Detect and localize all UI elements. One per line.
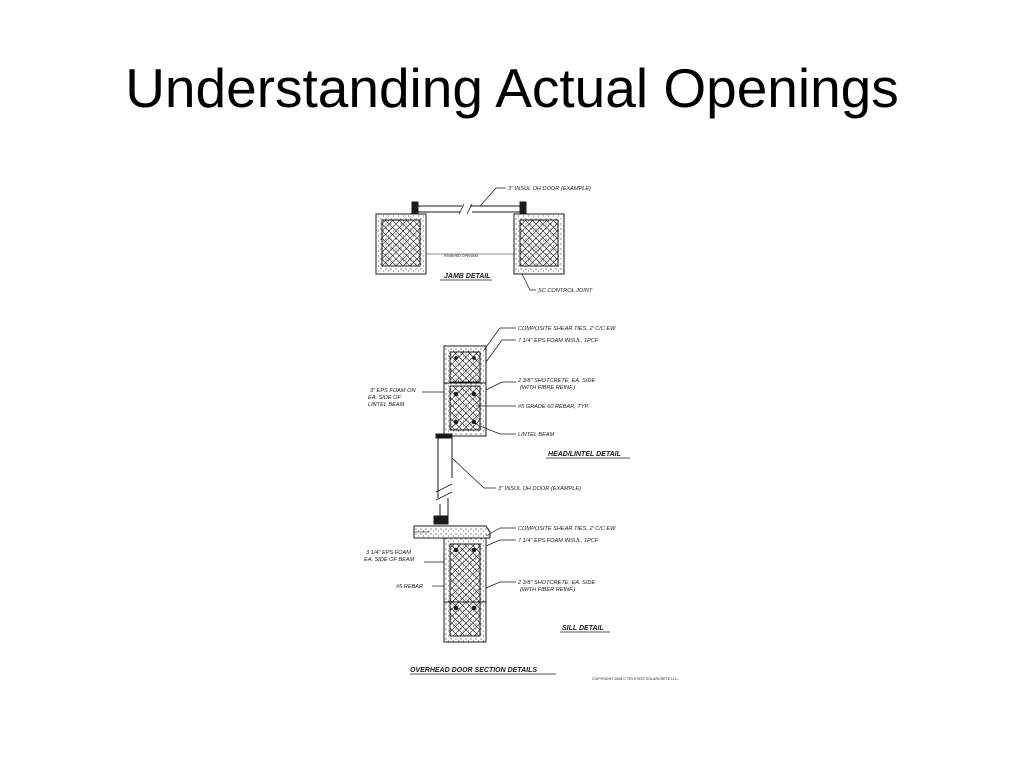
head-shotcrete-label-2: (WITH FIBRE REINF.): [520, 385, 575, 391]
head-lintel-detail: [422, 327, 630, 501]
jamb-opening-label: FINISHED OPENING: [444, 254, 479, 258]
head-side-label-1: 3" EPS FOAM ON: [370, 388, 416, 394]
head-door-label: 3" INSUL OH DOOR (EXAMPLE): [498, 486, 581, 492]
head-rebar-label: #5 GRADE 60 REBAR, TYP.: [518, 404, 589, 410]
door-section-drawing: 3" INSUL OH DOOR (EXAMPLE) FINISHED OPEN…: [340, 168, 710, 688]
jamb-detail-title: JAMB DETAIL: [444, 273, 491, 280]
door-section-svg: 3" INSUL OH DOOR (EXAMPLE) FINISHED OPEN…: [364, 186, 679, 681]
jamb-detail: [375, 187, 565, 291]
sill-detail: [410, 498, 610, 675]
head-lintel-label: LINTEL BEAM: [518, 432, 555, 438]
jamb-joint-label: SC CONTROL JOINT: [538, 288, 593, 294]
sill-shotcrete-label-2: (WITH FIBER REINF.): [520, 587, 575, 593]
sill-detail-title: SILL DETAIL: [562, 625, 604, 632]
head-side-label-3: LINTEL BEAM: [368, 402, 405, 408]
head-foam-label: 7 1/4" EPS FOAM INSUL, 1PCF: [518, 338, 599, 344]
copyright-text: COPYRIGHT 2008 C TRI-STATE SOLARCRETE LL…: [592, 677, 679, 681]
sill-foam-label: 7 1/4" EPS FOAM INSUL, 1PCF: [518, 538, 599, 544]
jamb-door-label: 3" INSUL OH DOOR (EXAMPLE): [508, 186, 591, 192]
sill-rebar-label: #5 REBAR: [396, 584, 423, 590]
sill-side-label-1: 3 1/4" EPS FOAM: [366, 550, 411, 556]
head-side-label-2: EA. SIDE OF: [368, 395, 402, 401]
sill-side-label-2: EA. SIDE OF BEAM: [364, 557, 415, 563]
head-ties-label: COMPOSITE SHEAR TIES, 2' C/C EW: [518, 326, 616, 332]
sill-shotcrete-label-1: 2 3/8" SHOTCRETE, EA. SIDE: [517, 580, 595, 586]
overhead-door-section-title: OVERHEAD DOOR SECTION DETAILS: [410, 667, 537, 674]
sill-ties-label: COMPOSITE SHEAR TIES, 2' C/C EW: [518, 526, 616, 532]
head-shotcrete-label-1: 2 3/8" SHOTCRETE, EA. SIDE: [517, 378, 595, 384]
head-detail-title: HEAD/LINTEL DETAIL: [548, 451, 621, 458]
slide-title: Understanding Actual Openings: [125, 57, 899, 119]
